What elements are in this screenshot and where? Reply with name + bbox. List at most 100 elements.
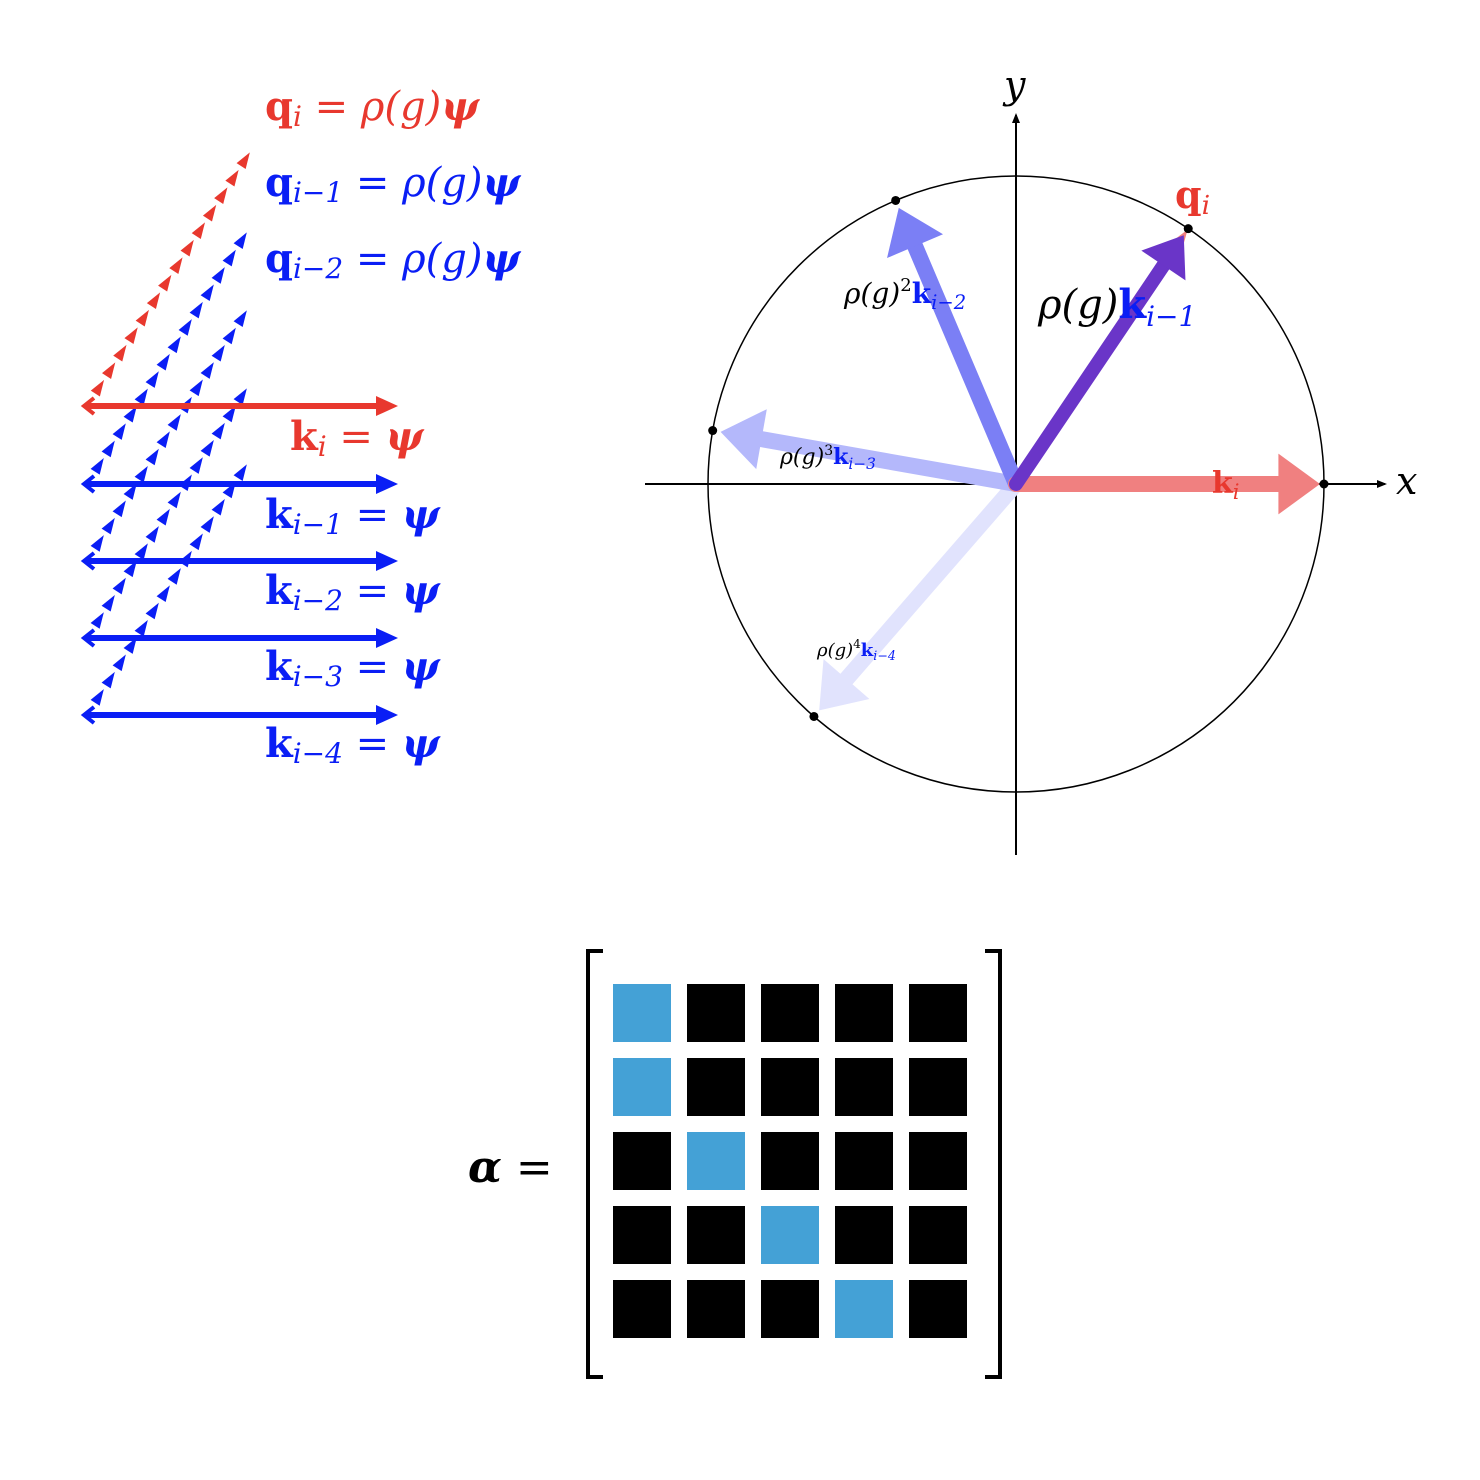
k-label-i-1: ki−1 = ψ (265, 491, 441, 541)
k-i-circle-label: ki (1212, 466, 1240, 504)
k-arrow-tail (80, 396, 96, 416)
matrix-cell (761, 1058, 819, 1116)
rho3-k-i-3-vector-head (720, 409, 767, 470)
q-i-3-arrowhead (189, 457, 203, 474)
q-i-4-arrowhead (189, 533, 203, 551)
q-i-1-arrowhead (90, 458, 104, 475)
y-axis-label: y (1002, 63, 1026, 107)
q-i-1-arrowhead (123, 405, 137, 423)
q-i-4-arrowhead (101, 671, 115, 689)
k-arrow-tail (80, 705, 96, 725)
q-i-3-arrowhead (167, 491, 181, 509)
q-label-i-1: qi−1 = ρ(g)ψ (265, 159, 521, 209)
q-i-2-arrowhead (211, 344, 225, 362)
matrix-cell (761, 1280, 819, 1338)
matrix-cell (687, 1280, 745, 1338)
q-i-arrowhead (135, 309, 149, 327)
matrix-cell (687, 1206, 745, 1264)
q-i-2-arrowhead (134, 465, 148, 483)
x-axis-label: x (1396, 459, 1417, 503)
q-i-2-arrowhead (156, 431, 170, 448)
q-i-3-arrowhead (156, 508, 170, 526)
q-i-1-arrowhead (112, 423, 126, 440)
q-i-4-arrowhead (90, 689, 104, 706)
q-i-1-arrowhead (178, 319, 192, 336)
q-i-arrowhead (146, 292, 161, 309)
q-i-1-arrowhead (222, 249, 236, 267)
rho3-k-i-3-vector-shaft (753, 431, 1024, 492)
circle-point (708, 426, 718, 436)
right-bracket (985, 949, 1002, 1379)
matrix-cell-highlight (835, 1280, 893, 1338)
circle-point (1183, 224, 1193, 234)
matrix-cell (613, 1132, 671, 1190)
matrix-cell-highlight (687, 1132, 745, 1190)
matrix-cell (835, 1206, 893, 1264)
q-i-3-arrowhead (222, 405, 236, 423)
k-i-vector-head (1278, 453, 1320, 515)
matrix-cell (835, 984, 893, 1042)
circle-point (1319, 479, 1329, 489)
left-arrow-stack (80, 152, 398, 725)
q-i-2-arrowhead (123, 483, 137, 500)
rho3-k-i-3-label: ρ(g)3ki−3 (779, 443, 876, 473)
rho4-k-i-4-vector-shaft (838, 476, 1024, 688)
q-i-2-arrowhead (233, 310, 247, 327)
q-i-arrowhead (90, 379, 105, 397)
k-arrow-head (376, 551, 398, 571)
matrix-cell (687, 1058, 745, 1116)
left-panel: qi = ρ(g)ψ qi−1 = ρ(g)ψ qi−2 = ρ(g)ψ ki … (80, 83, 521, 770)
matrix-cell (909, 984, 967, 1042)
rho-k-i-1-vector-shaft (1009, 258, 1171, 491)
circle-panel: x y qi ki ρ(g)ki−1 ρ(g)2ki−2 ρ(g)3ki−3 ρ… (645, 63, 1417, 855)
circle-point (891, 195, 901, 205)
k-label-i: ki = ψ (290, 413, 425, 463)
rho4-k-i-4-label: ρ(g)4ki−4 (816, 637, 896, 663)
q-i-4-arrowhead (112, 654, 126, 672)
q-i-3-arrowhead (145, 526, 159, 543)
q-i-arrowhead (225, 169, 239, 187)
q-i-arrowhead (113, 344, 127, 362)
k-arrow-tail (80, 628, 96, 648)
q-i-arrowhead (158, 274, 172, 292)
q-i-4-arrowhead (167, 568, 181, 585)
q-i-2-arrowhead (101, 517, 115, 535)
matrix-cell-highlight (613, 1058, 671, 1116)
q-i-3-arrowhead (200, 440, 214, 457)
left-bracket (586, 949, 603, 1379)
rho2-k-i-2-label: ρ(g)2ki−2 (843, 275, 966, 314)
rho-k-i-1-vector-head (1141, 235, 1186, 281)
q-i-3-arrowhead (101, 594, 115, 612)
matrix-cell (909, 1280, 967, 1338)
k-label-i-4: ki−4 = ψ (265, 720, 441, 770)
q-label-i: qi = ρ(g)ψ (265, 83, 480, 133)
q-i-4-arrowhead (233, 464, 247, 481)
matrix-cell (761, 984, 819, 1042)
q-i-arrowhead (236, 152, 250, 169)
q-i-1-arrowhead (101, 440, 115, 458)
q-i-2-arrowhead (222, 327, 236, 345)
matrix-cell (613, 1206, 671, 1264)
q-i-2-arrowhead (200, 362, 214, 379)
q-i-2-arrowhead (90, 535, 104, 552)
matrix-cell (909, 1132, 967, 1190)
q-i-arrowhead (214, 187, 228, 204)
q-i-circle-label: qi (1175, 172, 1210, 221)
matrix-cell-highlight (761, 1206, 819, 1264)
q-i-4-arrowhead (200, 516, 214, 533)
q-i-arrowhead (180, 239, 194, 257)
k-label-i-2: ki−2 = ψ (265, 567, 441, 617)
circle-point (809, 711, 819, 721)
q-i-4-arrowhead (123, 637, 137, 654)
q-i-4-arrowhead (156, 585, 170, 602)
q-i-4-arrowhead (145, 602, 159, 620)
rho-k-i-1-label: ρ(g)ki−1 (1037, 281, 1196, 333)
alpha-label: α = (468, 1142, 553, 1193)
k-arrow-head (376, 474, 398, 494)
matrix-cell (835, 1132, 893, 1190)
k-arrow-head (376, 628, 398, 648)
matrix-panel: α = (468, 949, 1002, 1379)
rho4-k-i-4-vector-head (819, 659, 870, 711)
q-i-arrowhead (191, 222, 205, 239)
